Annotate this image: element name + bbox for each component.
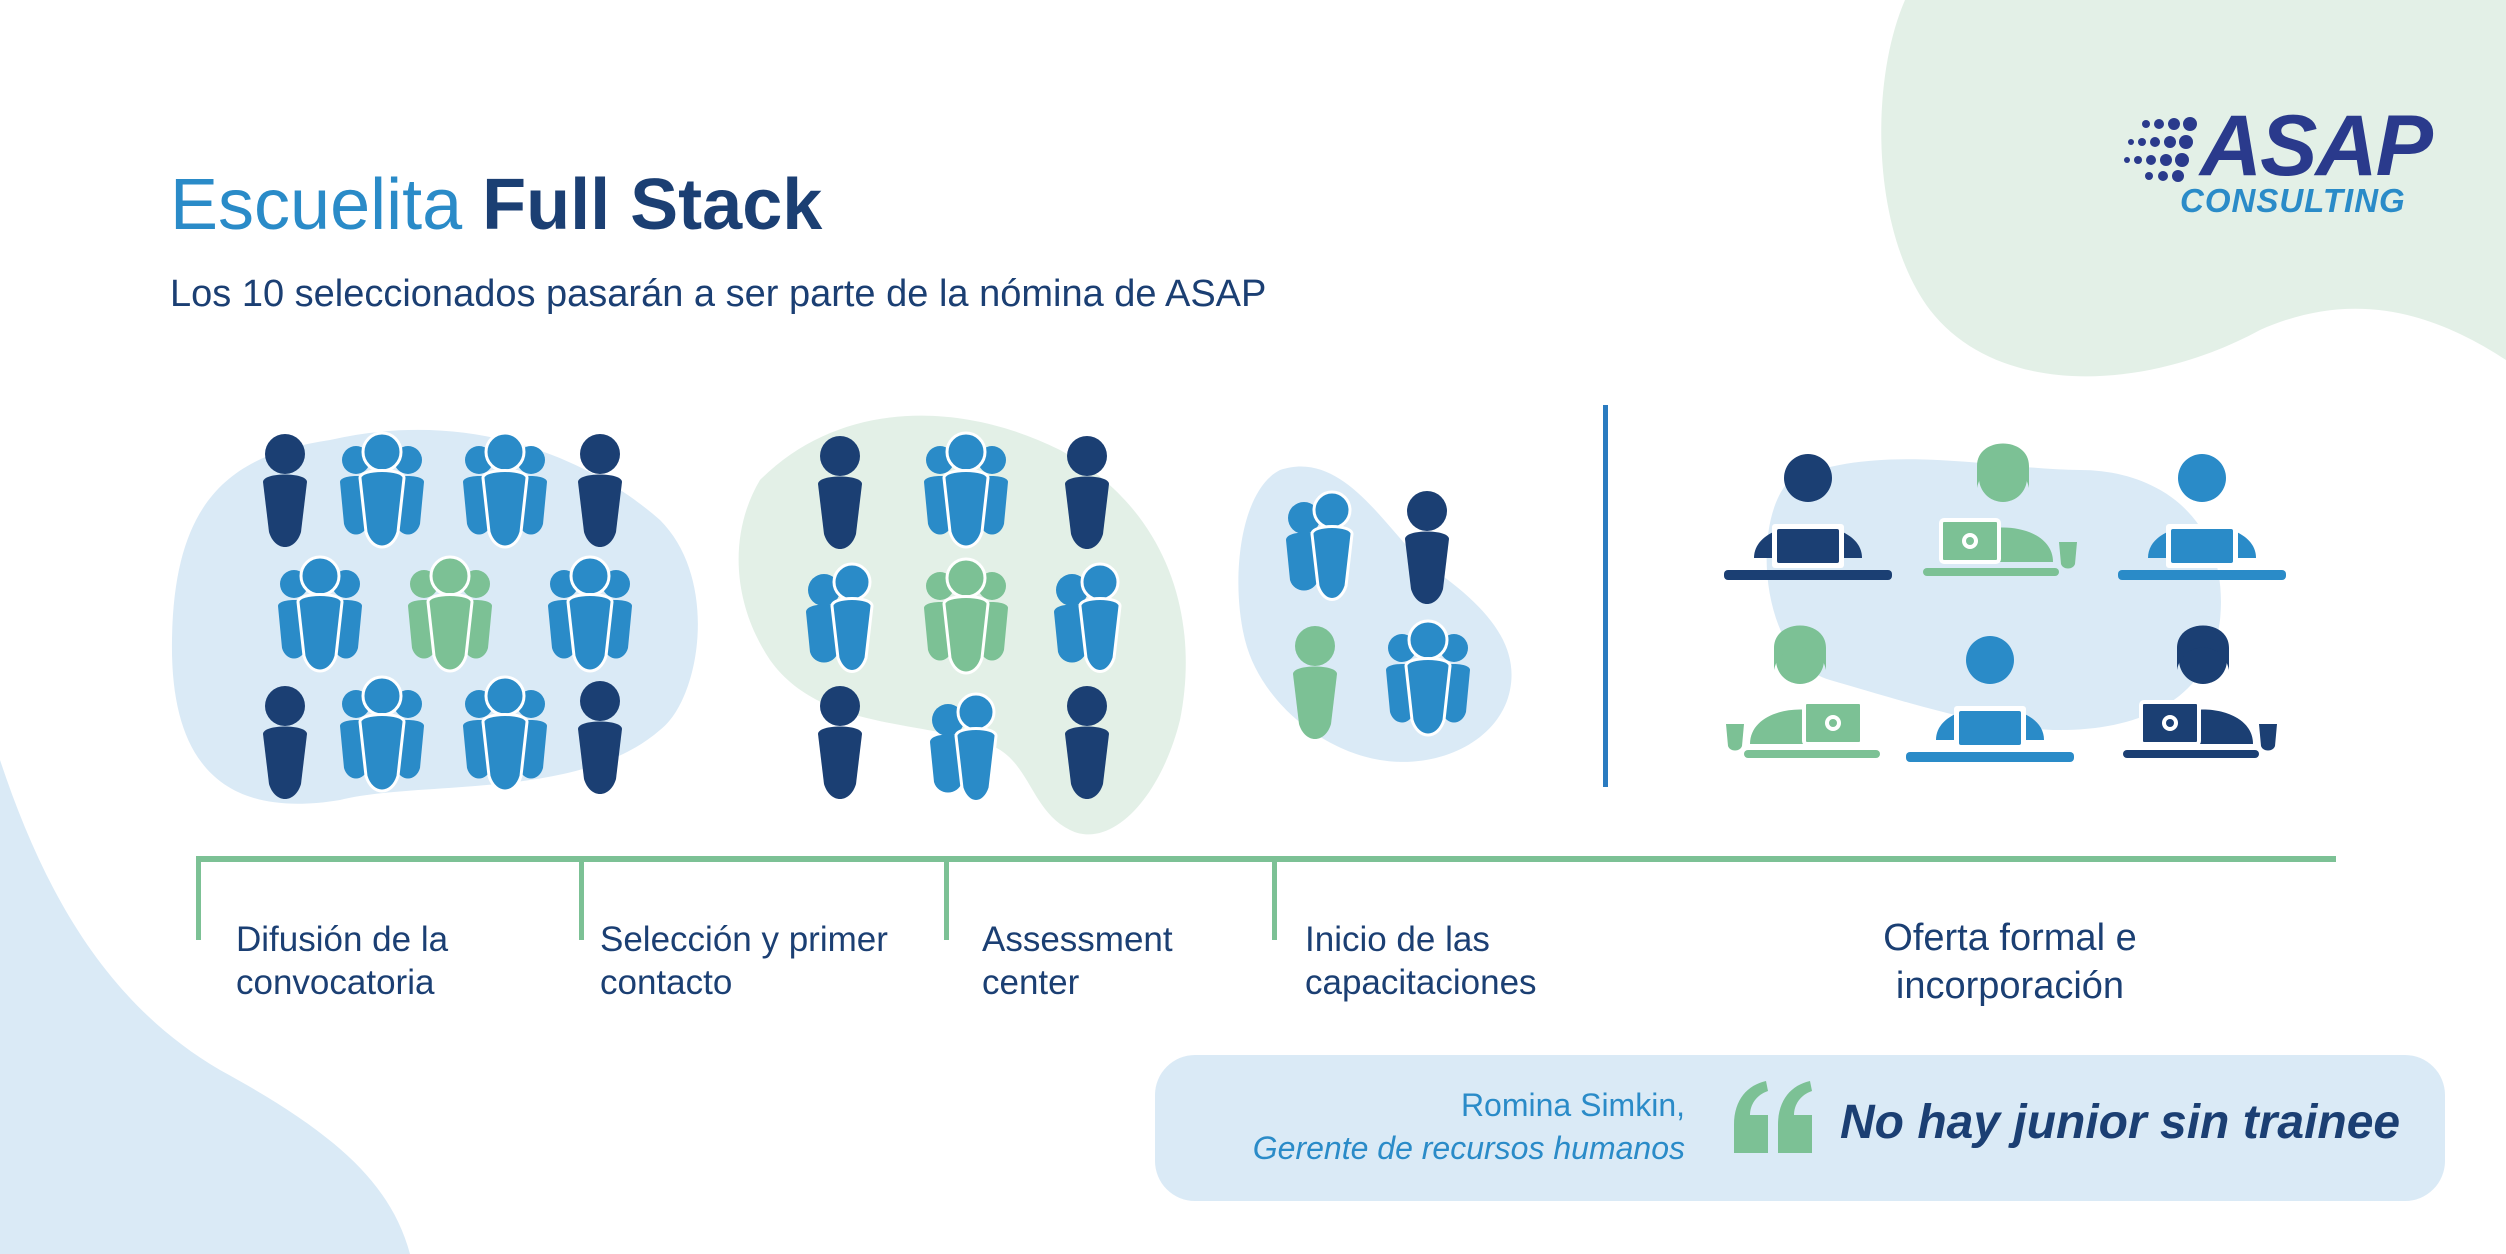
logo-sub-text: CONSULTING bbox=[2180, 182, 2406, 219]
top-right-blob bbox=[1881, 0, 2506, 377]
timeline-tick bbox=[579, 856, 584, 940]
stage5-workers bbox=[1724, 441, 2286, 762]
timeline-step-3: Assessment center bbox=[982, 920, 1173, 1002]
timeline-step-2: Selección y primer contacto bbox=[600, 920, 888, 1002]
timeline-tick bbox=[196, 856, 201, 940]
asap-logo: ASAP CONSULTING bbox=[2120, 100, 2450, 230]
page-subtitle: Los 10 seleccionados pasarán a ser parte… bbox=[170, 273, 1267, 315]
quote-author-role: Gerente de recursos humanos bbox=[1252, 1130, 1685, 1166]
timeline-line bbox=[196, 856, 2336, 862]
stage3-people bbox=[1284, 490, 1472, 739]
page-title: Escuelita Full Stack bbox=[170, 160, 822, 250]
timeline-tick bbox=[1272, 856, 1277, 940]
timeline-step-4: Inicio de las capacitaciones bbox=[1305, 920, 1537, 1002]
timeline-tick bbox=[944, 856, 949, 940]
logo-dots-icon bbox=[2124, 117, 2197, 182]
title-light: Escuelita bbox=[170, 165, 463, 245]
title-bold: Full Stack bbox=[482, 165, 823, 245]
quote-box: Romina Simkin, Gerente de recursos human… bbox=[1155, 1055, 2445, 1201]
logo-main-text: ASAP bbox=[2200, 98, 2433, 194]
bottom-left-blob bbox=[0, 760, 410, 1254]
timeline-step-1: Difusión de la convocatoria bbox=[236, 920, 449, 1002]
stage-divider bbox=[1603, 405, 1608, 787]
quote-mark-icon bbox=[1734, 1081, 1812, 1153]
stage2-people bbox=[804, 431, 1122, 803]
quote-text: No hay junior sin trainee bbox=[1840, 1096, 2401, 1149]
stage1-people bbox=[263, 431, 634, 799]
stage5-blob bbox=[1766, 459, 2221, 730]
quote-author: Romina Simkin, bbox=[1460, 1087, 1685, 1123]
timeline-step-5: Oferta formal e incorporación bbox=[1883, 917, 2137, 1007]
